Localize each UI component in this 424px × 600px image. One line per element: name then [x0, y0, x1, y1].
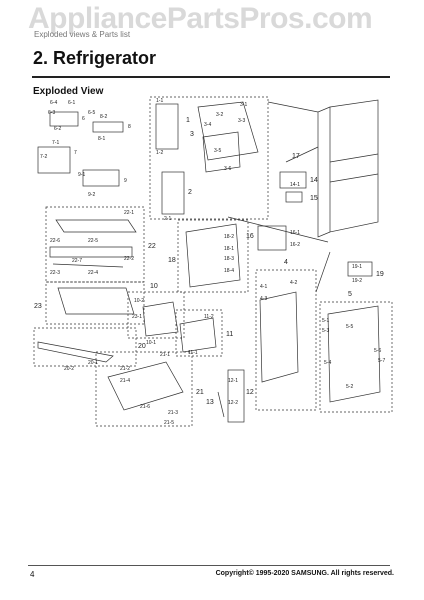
callout-5-2: 5-2	[346, 384, 353, 390]
part-9-bin	[82, 169, 120, 187]
page-number: 4	[30, 570, 35, 579]
part-7-bin	[37, 146, 71, 174]
callout-8: 8	[128, 124, 131, 130]
callout-21-4: 21-4	[120, 378, 130, 384]
callout-22: 22	[148, 243, 156, 250]
callout-4-1: 4-1	[260, 284, 267, 290]
callout-7: 7	[74, 150, 77, 156]
callout-22-4: 22-4	[88, 270, 98, 276]
callout-21-5: 21-5	[164, 420, 174, 426]
callout-22-3: 22-3	[50, 270, 60, 276]
callout-5-6: 5-6	[374, 348, 381, 354]
callout-21: 21	[196, 389, 204, 396]
callout-9-1: 9-1	[78, 172, 85, 178]
callout-5-7: 5-7	[378, 358, 385, 364]
callout-12: 12	[246, 389, 254, 396]
callout-19-1: 19-1	[352, 264, 362, 270]
callout-4-2: 4-2	[290, 280, 297, 286]
watermark: AppliancePartsPros.com	[28, 2, 373, 35]
callout-16: 16	[246, 233, 254, 240]
callout-18-1: 18-1	[224, 246, 234, 252]
callout-7-1: 7-1	[52, 140, 59, 146]
callout-3-5: 3-5	[214, 148, 221, 154]
callout-3-6: 3-6	[224, 166, 231, 172]
part-8-shelf	[92, 121, 124, 133]
callout-6-2: 6-2	[54, 126, 61, 132]
callout-20-1: 20-1	[88, 360, 98, 366]
callout-21-6: 21-6	[140, 404, 150, 410]
callout-11: 11	[226, 331, 233, 338]
callout-20: 20	[138, 343, 146, 350]
callout-14-1: 14-1	[290, 182, 300, 188]
callout-14: 14	[310, 177, 318, 184]
callout-4: 4	[284, 259, 288, 266]
part-6-bin	[49, 111, 79, 127]
callout-1-1: 1-1	[156, 98, 163, 104]
callout-7-2: 7-2	[40, 154, 47, 160]
callout-8-2: 8-2	[100, 114, 107, 120]
callout-20-2: 20-2	[64, 366, 74, 372]
callout-11-2: 11-2	[204, 314, 214, 320]
callout-3-1: 3-1	[240, 102, 247, 108]
callout-4-3: 4-3	[260, 296, 267, 302]
callout-6-1: 6-1	[68, 100, 75, 106]
callout-22-5: 22-5	[88, 238, 98, 244]
callout-3-3: 3-3	[238, 118, 245, 124]
callout-5-1: 5-1	[322, 318, 329, 324]
callout-3-2: 3-2	[216, 112, 223, 118]
callout-16-1: 16-1	[290, 230, 300, 236]
callout-21-2: 21-2	[120, 366, 130, 372]
callout-22-2: 22-2	[124, 256, 134, 262]
callout-6: 6	[82, 116, 85, 122]
callout-1-2: 1-2	[156, 150, 163, 156]
footer-rule	[28, 565, 390, 566]
callout-21-1: 21-1	[160, 352, 170, 358]
callout-3-4: 3-4	[204, 122, 211, 128]
callout-6-5: 6-5	[88, 110, 95, 116]
callout-2-1: 2-1	[164, 216, 171, 222]
callout-5-4: 5-4	[324, 360, 331, 366]
callout-22-7: 22-7	[72, 258, 82, 264]
callout-12-2: 12-2	[228, 400, 238, 406]
callout-18-3: 18-3	[224, 256, 234, 262]
callout-5-5: 5-5	[346, 324, 353, 330]
callout-19-2: 19-2	[352, 278, 362, 284]
callout-22-6: 22-6	[50, 238, 60, 244]
callout-2: 2	[188, 189, 192, 196]
page-title: 2. Refrigerator	[33, 48, 157, 68]
callout-8-1: 8-1	[98, 136, 105, 142]
callout-12-1: 12-1	[228, 378, 238, 384]
callout-21-3: 21-3	[168, 410, 178, 416]
callout-10-1: 10-1	[146, 340, 156, 346]
callout-15: 15	[310, 195, 318, 202]
callout-3: 3	[190, 131, 194, 138]
exploded-view-diagram: 6-4 6-1 6 6-3 6-2 6-5 8 8-2 8-1 7 7-1 7-…	[33, 96, 393, 427]
callout-22-1: 22-1	[124, 210, 134, 216]
callout-23: 23	[34, 303, 42, 310]
callout-13: 13	[206, 399, 214, 406]
callout-16-2: 16-2	[290, 242, 300, 248]
callout-6-4: 6-4	[50, 100, 57, 106]
callout-9: 9	[124, 178, 127, 184]
title-rule	[32, 76, 390, 78]
section-subtitle: Exploded View	[33, 86, 104, 97]
callout-1: 1	[186, 117, 190, 124]
callout-5-3: 5-3	[322, 328, 329, 334]
callout-10: 10	[150, 283, 158, 290]
copyright-notice: Copyright© 1995-2020 SAMSUNG. All rights…	[215, 570, 394, 577]
callout-18-2: 18-2	[224, 234, 234, 240]
callout-19: 19	[376, 271, 384, 278]
callout-6-3: 6-3	[48, 110, 55, 116]
breadcrumb: Exploded views & Parts list	[34, 30, 131, 39]
callout-23-1: 23-1	[132, 314, 142, 320]
callout-18: 18	[168, 257, 176, 264]
callout-17: 17	[292, 153, 300, 160]
callout-18-4: 18-4	[224, 268, 234, 274]
callout-11-1: 11-1	[188, 350, 198, 356]
callout-5: 5	[348, 291, 352, 298]
callout-9-2: 9-2	[88, 192, 95, 198]
callout-10-2: 10-2	[134, 298, 144, 304]
